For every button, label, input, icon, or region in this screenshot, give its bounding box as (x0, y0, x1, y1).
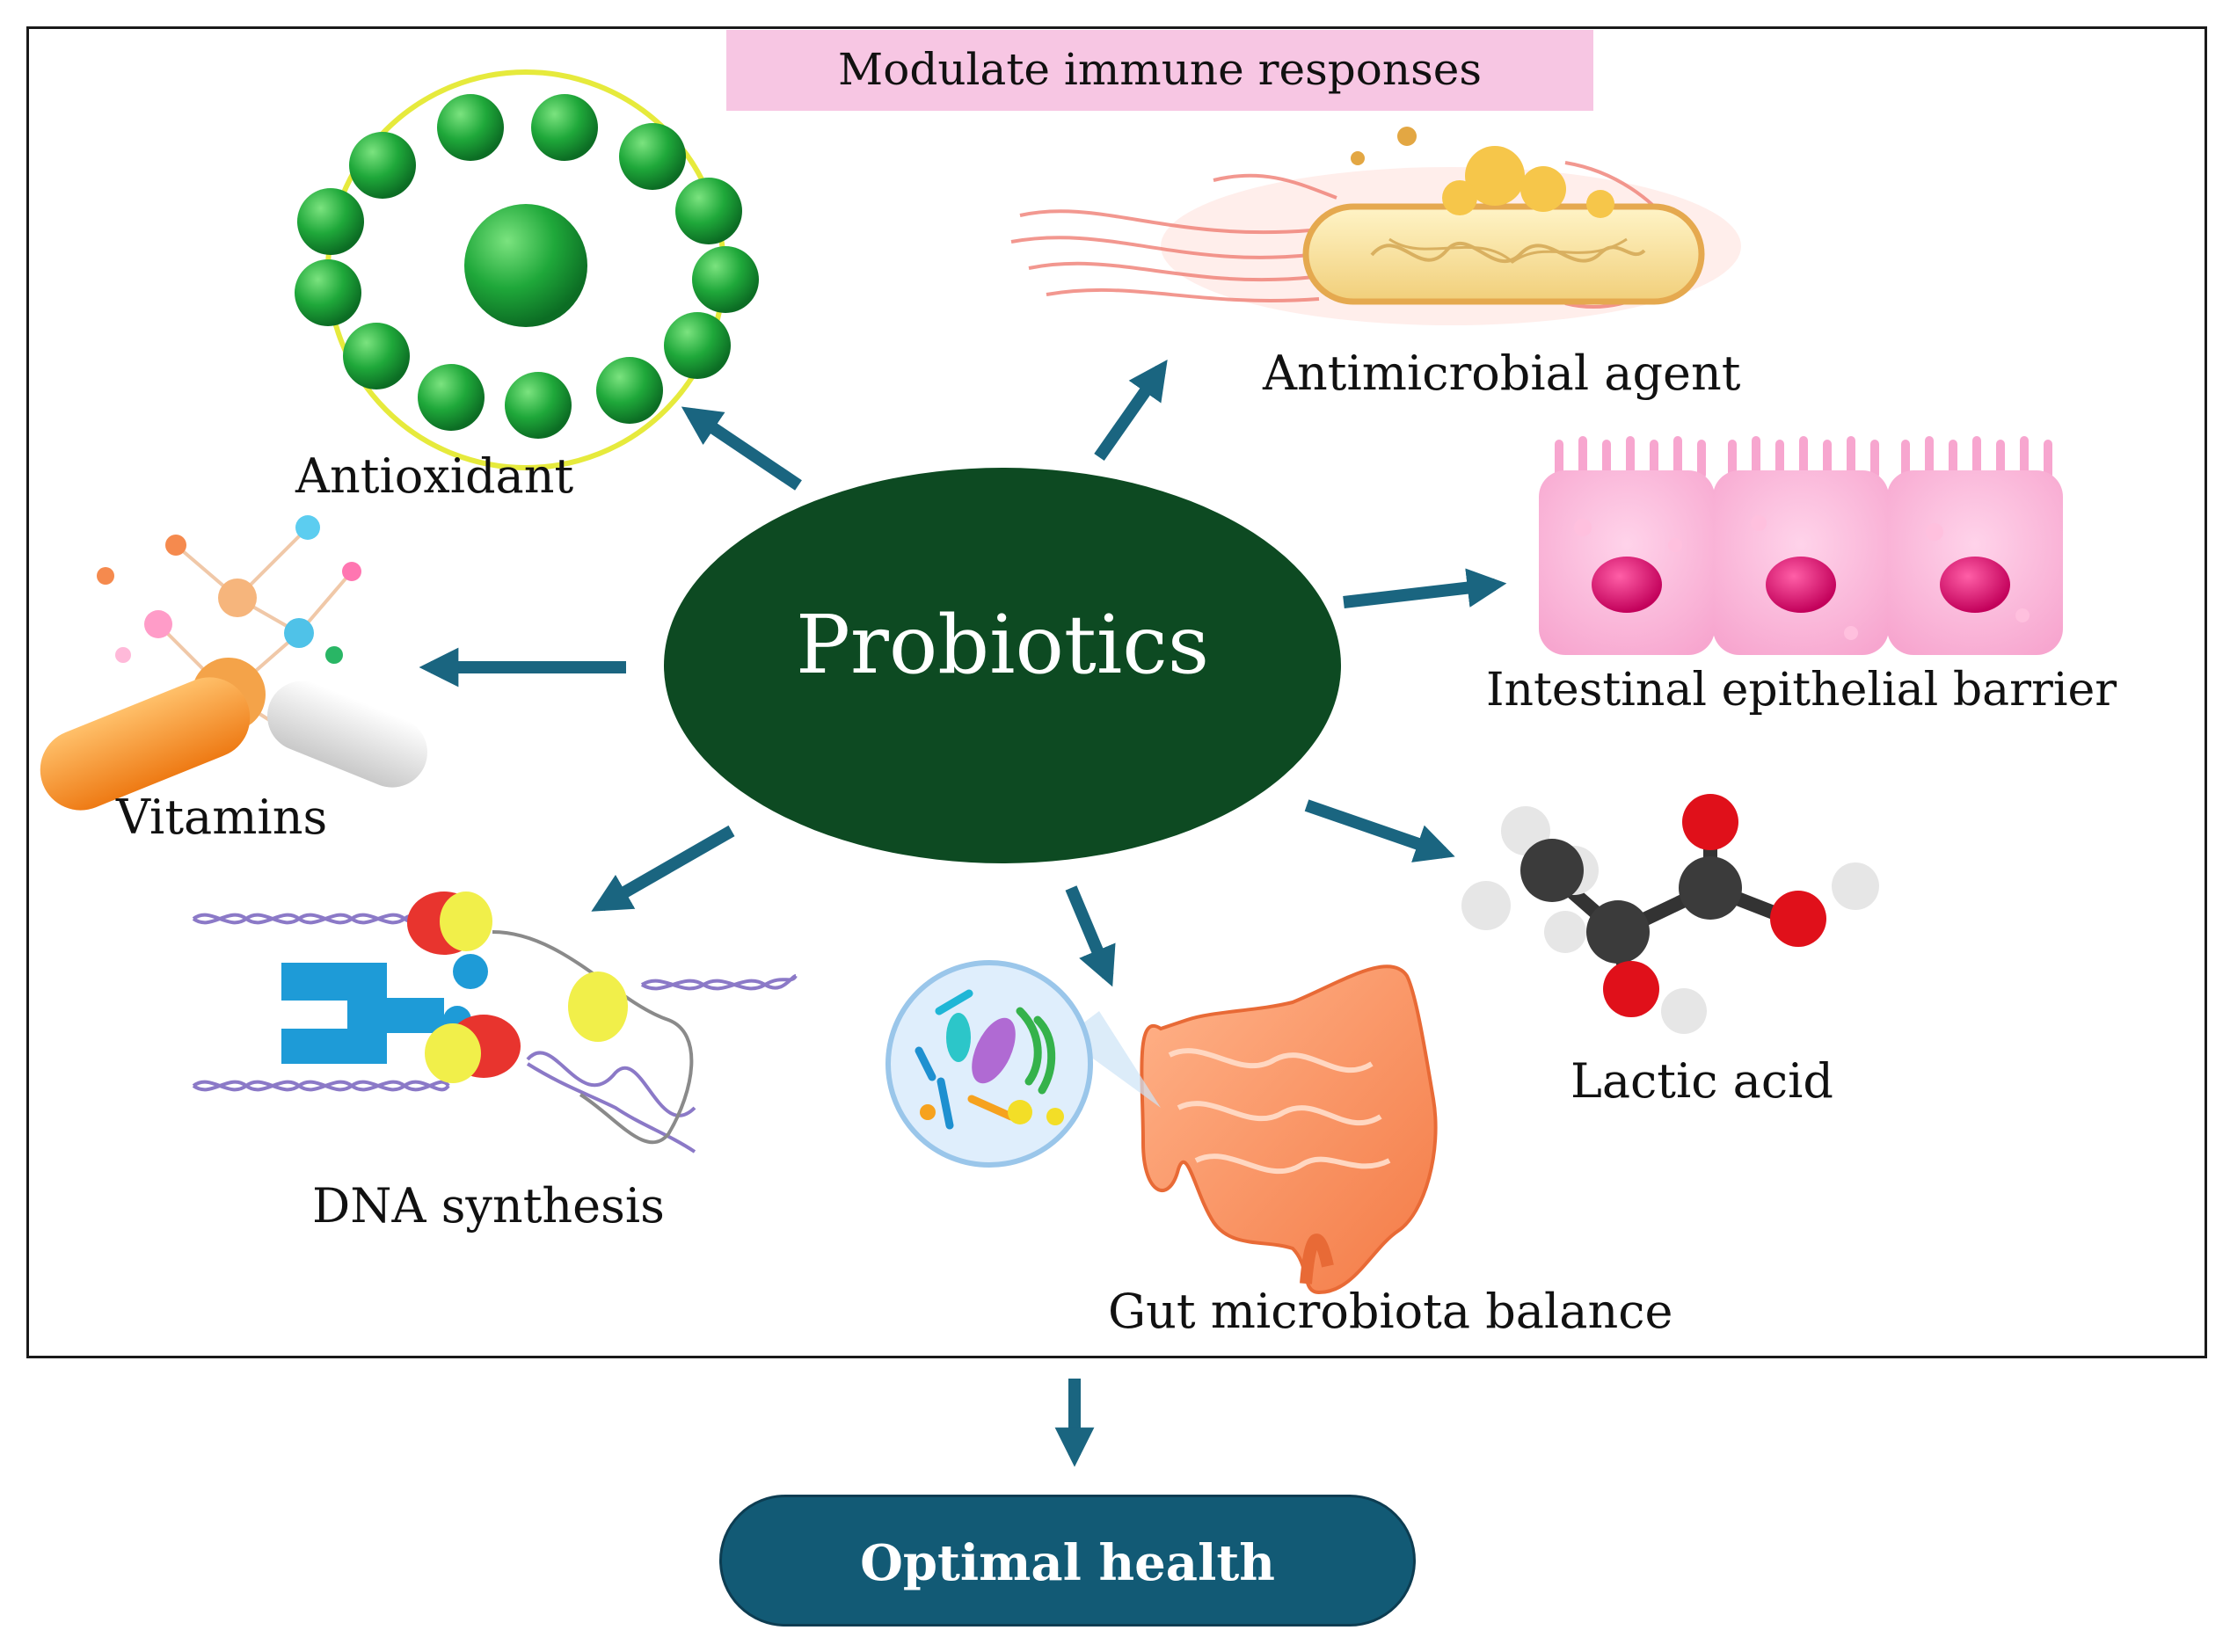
center-title: Probiotics (795, 598, 1210, 692)
label-dna: DNA synthesis (312, 1178, 665, 1234)
label-vitamins: Vitamins (116, 790, 328, 845)
diagram-frame (26, 26, 2207, 1358)
epithelial-cells-icon (1539, 436, 2063, 655)
label-gut: Gut microbiota balance (1108, 1284, 1673, 1339)
bacterium-icon (1010, 127, 1741, 325)
label-lactic: Lactic acid (1570, 1053, 1833, 1109)
immune-banner-text: Modulate immune responses (838, 44, 1482, 95)
optimal-health-text: Optimal health (860, 1534, 1275, 1592)
arrows (419, 359, 1507, 1467)
gut-microbiota-icon (885, 960, 1438, 1295)
optimal-health-box: Optimal health (719, 1495, 1416, 1627)
arrow-lactic (1304, 799, 1455, 862)
arrow-gut (1065, 885, 1116, 987)
label-epithelial: Intestinal epithelial barrier (1486, 664, 2117, 717)
vitamin-capsules-icon (40, 515, 427, 811)
label-antimicrobial: Antimicrobial agent (1263, 346, 1741, 401)
antioxidant-ring-icon (295, 69, 759, 470)
probiotics-center (664, 468, 1341, 863)
immune-banner: Modulate immune responses (726, 30, 1593, 111)
arrow-dna (591, 825, 735, 912)
label-antioxidant: Antioxidant (295, 448, 574, 504)
arrow-antimicrobial (1094, 359, 1168, 462)
dna-replication-icon (192, 891, 798, 1153)
arrow-antioxidant (681, 406, 802, 491)
lactic-acid-molecule-icon (1461, 794, 1879, 1034)
arrow-epithelial (1343, 568, 1507, 608)
